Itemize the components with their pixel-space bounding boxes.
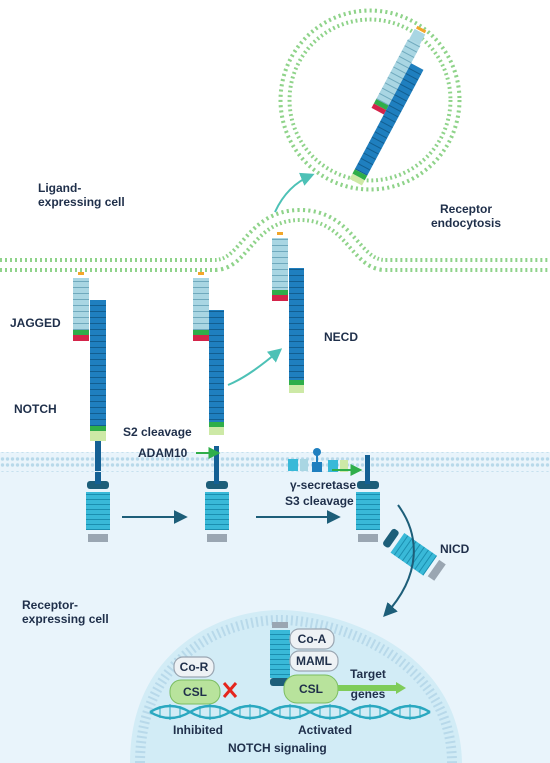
receptor-cell-membrane <box>0 452 550 472</box>
co-r-label: Co-R <box>179 660 209 674</box>
csl-right-label: CSL <box>299 682 323 696</box>
co-r-box <box>173 656 215 678</box>
notch-complex-intact <box>73 272 110 542</box>
jagged-label: JAGGED <box>10 316 61 330</box>
endocytosis-arrow <box>274 172 315 213</box>
csl-left-label: CSL <box>183 685 207 699</box>
inhibited-label: Inhibited <box>173 723 223 737</box>
vesicle-jagged-necd <box>349 25 427 186</box>
ligand-membrane-core <box>0 211 550 268</box>
target-genes-label: Target genes <box>350 667 386 701</box>
co-a-label: Co-A <box>297 632 327 646</box>
nicd-translocation-arrow <box>383 504 415 618</box>
notch-label: NOTCH <box>14 402 57 416</box>
activated-label: Activated <box>298 723 353 737</box>
nicd-label: NICD <box>440 542 470 556</box>
s3-cleavage-label: S3 cleavage <box>285 494 354 508</box>
maml-box <box>289 650 339 672</box>
dna-double-helix <box>149 704 431 720</box>
receptor-cell-label: Receptor- expressing cell <box>22 598 109 626</box>
csl-left-box <box>169 679 221 705</box>
receptor-endocytosis-label: Receptor endocytosis <box>430 202 502 230</box>
s2-cleavage-label: S2 cleavage <box>123 425 192 439</box>
gamma-secretase-label: γ-secretase <box>290 478 357 492</box>
ligand-cell-label: Ligand- expressing cell <box>38 181 125 209</box>
notch-complex-necd <box>272 232 304 393</box>
nuclear-nicd <box>270 622 290 686</box>
notch-complex-s2 <box>193 272 229 542</box>
necd-label: NECD <box>324 330 359 344</box>
co-a-box <box>289 628 335 650</box>
gamma-secretase-complex <box>288 448 348 472</box>
red-x-inhibition-icon <box>222 682 238 698</box>
adam10-label: ADAM10 <box>138 446 188 460</box>
notch-signaling-label: NOTCH signaling <box>228 741 327 755</box>
notch-s3-stub <box>356 455 380 542</box>
necd-release-arrow <box>227 348 283 386</box>
maml-label: MAML <box>296 654 332 668</box>
